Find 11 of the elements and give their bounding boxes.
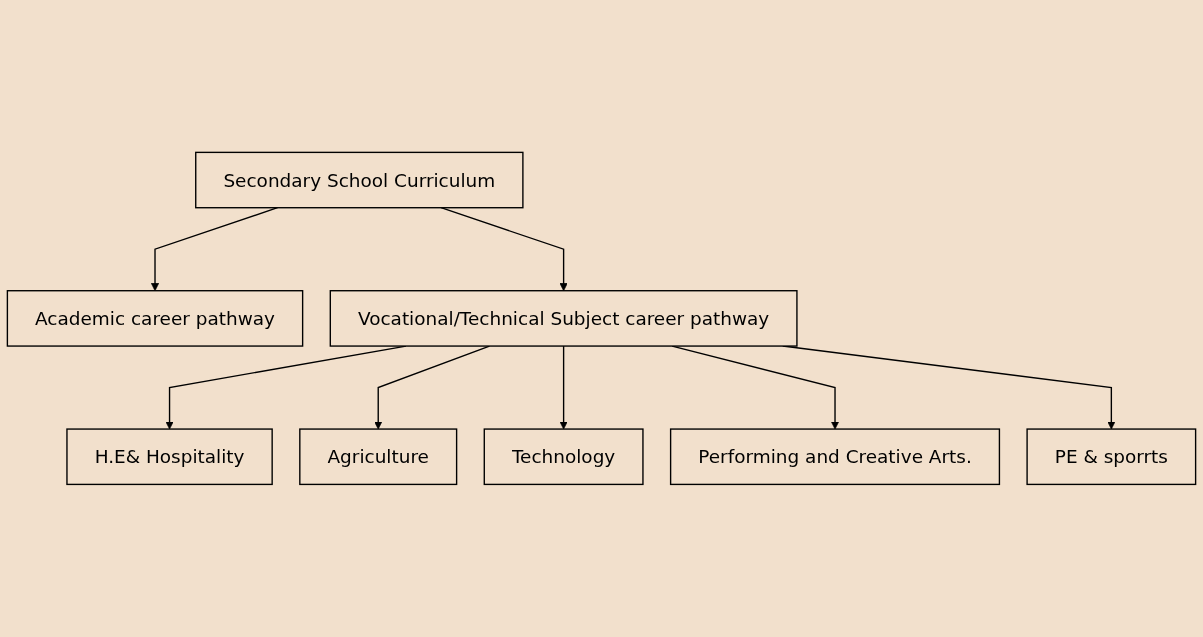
node-box: Technology: [483, 428, 644, 486]
node-box: Agriculture: [299, 428, 458, 486]
node-box: Vocational/Technical Subject career pathway: [329, 290, 798, 347]
arrow: [440, 207, 568, 292]
arrow: [559, 345, 568, 430]
node-box: Academic career pathway: [6, 290, 304, 347]
node-box: Secondary School Curriculum: [195, 151, 524, 209]
node-box: Performing and Creative Arts.: [669, 428, 1001, 486]
node-box: H.E& Hospitality: [66, 428, 273, 486]
arrow: [150, 207, 279, 292]
node-box: PE & sporrts: [1026, 428, 1197, 486]
